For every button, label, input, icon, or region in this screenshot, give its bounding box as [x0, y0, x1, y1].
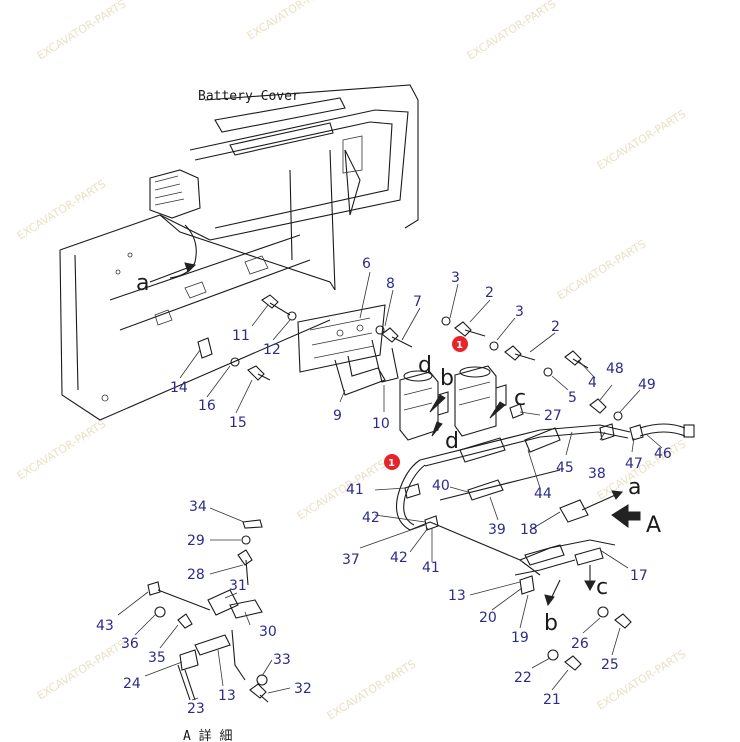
- callout-label: 44: [534, 486, 552, 502]
- callout-label: 2: [551, 319, 560, 335]
- callout-label: 35: [148, 650, 166, 666]
- callout-label: 6: [362, 256, 371, 272]
- svg-text:1: 1: [456, 340, 463, 351]
- view-letter: a: [136, 271, 149, 296]
- view-letter: c: [514, 386, 526, 411]
- reference-badge: [452, 336, 468, 352]
- svg-text:EXCAVATOR-PARTS: EXCAVATOR-PARTS: [555, 237, 649, 302]
- bracket-9: [334, 355, 386, 396]
- callout-labels: 6 8 7 3 2 3 2 11 12 14 16 15 9 10 4 48 4…: [96, 256, 672, 717]
- callout-label: 42: [362, 510, 380, 526]
- callout-label: 47: [625, 456, 643, 472]
- callout-label: 38: [588, 466, 606, 482]
- callout-label: 40: [432, 478, 450, 494]
- view-letter: b: [440, 366, 454, 391]
- callout-label: 7: [413, 294, 422, 310]
- callout-label: 22: [514, 670, 532, 686]
- callout-label: 36: [121, 636, 139, 652]
- callout-label: 8: [386, 276, 395, 292]
- callout-label: 39: [488, 522, 506, 538]
- battery-cover-frame: [59, 84, 419, 421]
- washer-hoses: [395, 423, 695, 595]
- callout-label: 28: [187, 567, 205, 583]
- svg-text:EXCAVATOR-PARTS: EXCAVATOR-PARTS: [15, 417, 109, 482]
- callout-label: 49: [638, 377, 656, 393]
- svg-text:EXCAVATOR-PARTS: EXCAVATOR-PARTS: [35, 0, 129, 63]
- callout-label: 41: [422, 560, 440, 576]
- callout-label: 24: [123, 676, 141, 692]
- callout-label: 46: [654, 446, 672, 462]
- clip-27: [509, 403, 524, 419]
- battery-cover-title: Battery Cover: [198, 89, 300, 104]
- callout-label: 48: [606, 361, 624, 377]
- detail-caption: A 詳 細: [183, 728, 232, 742]
- callout-label: 13: [448, 588, 466, 604]
- svg-text:EXCAVATOR-PARTS: EXCAVATOR-PARTS: [465, 0, 559, 63]
- svg-text:EXCAVATOR-PARTS: EXCAVATOR-PARTS: [245, 0, 339, 43]
- view-letter: a: [628, 475, 641, 500]
- callout-label: 43: [96, 618, 114, 634]
- callout-label: 41: [346, 482, 364, 498]
- callout-label: 14: [170, 380, 188, 396]
- clip-parts: [197, 337, 271, 381]
- callout-label: 45: [556, 460, 574, 476]
- callout-label: 32: [294, 681, 312, 697]
- view-letter: b: [544, 611, 558, 636]
- work-lamp: [149, 169, 201, 279]
- svg-text:1: 1: [388, 458, 395, 469]
- detail-A: [147, 519, 269, 703]
- washer-tank-right: [454, 365, 507, 437]
- callout-label: 42: [390, 550, 408, 566]
- callout-label: 26: [571, 636, 589, 652]
- view-arrow-A: [611, 504, 641, 528]
- svg-text:EXCAVATOR-PARTS: EXCAVATOR-PARTS: [595, 107, 689, 172]
- svg-text:EXCAVATOR-PARTS: EXCAVATOR-PARTS: [15, 177, 109, 242]
- callout-label: 10: [372, 416, 390, 432]
- callout-label: 3: [451, 270, 460, 286]
- callout-label: 15: [229, 415, 247, 431]
- view-letter: A: [646, 513, 661, 538]
- callout-label: 9: [333, 408, 342, 424]
- callout-label: 21: [543, 692, 561, 708]
- callout-label: 25: [601, 657, 619, 673]
- callout-label: 4: [588, 375, 597, 391]
- callout-label: 3: [515, 304, 524, 320]
- callout-label: 2: [485, 285, 494, 301]
- svg-text:EXCAVATOR-PARTS: EXCAVATOR-PARTS: [325, 657, 419, 722]
- mounting-bracket: [297, 304, 386, 373]
- callout-label: 30: [259, 624, 277, 640]
- view-letter: d: [445, 429, 459, 454]
- callout-label: 16: [198, 398, 216, 414]
- callout-label: 18: [520, 522, 538, 538]
- view-letter: c: [596, 575, 608, 600]
- callout-label: 11: [232, 328, 250, 344]
- callout-label: 27: [544, 408, 562, 424]
- callout-label: 31: [229, 578, 247, 594]
- callout-label: 37: [342, 552, 360, 568]
- callout-label: 12: [263, 342, 281, 358]
- bracket-10: [371, 339, 399, 383]
- leader-lines: [117, 271, 663, 701]
- callout-label: 17: [630, 568, 648, 584]
- svg-text:EXCAVATOR-PARTS: EXCAVATOR-PARTS: [35, 637, 129, 702]
- callout-label: 20: [479, 610, 497, 626]
- callout-label: 23: [187, 701, 205, 717]
- callout-label: 34: [189, 499, 207, 515]
- callout-label: 5: [568, 390, 577, 406]
- callout-label: 33: [273, 652, 291, 668]
- callout-label: 19: [511, 630, 529, 646]
- bolts-upper: [261, 294, 623, 421]
- reference-badge: [384, 454, 400, 470]
- callout-label: 29: [187, 533, 205, 549]
- callout-label: 13: [218, 688, 236, 704]
- washer-tank-left: [399, 370, 449, 441]
- view-letter: d: [418, 353, 432, 378]
